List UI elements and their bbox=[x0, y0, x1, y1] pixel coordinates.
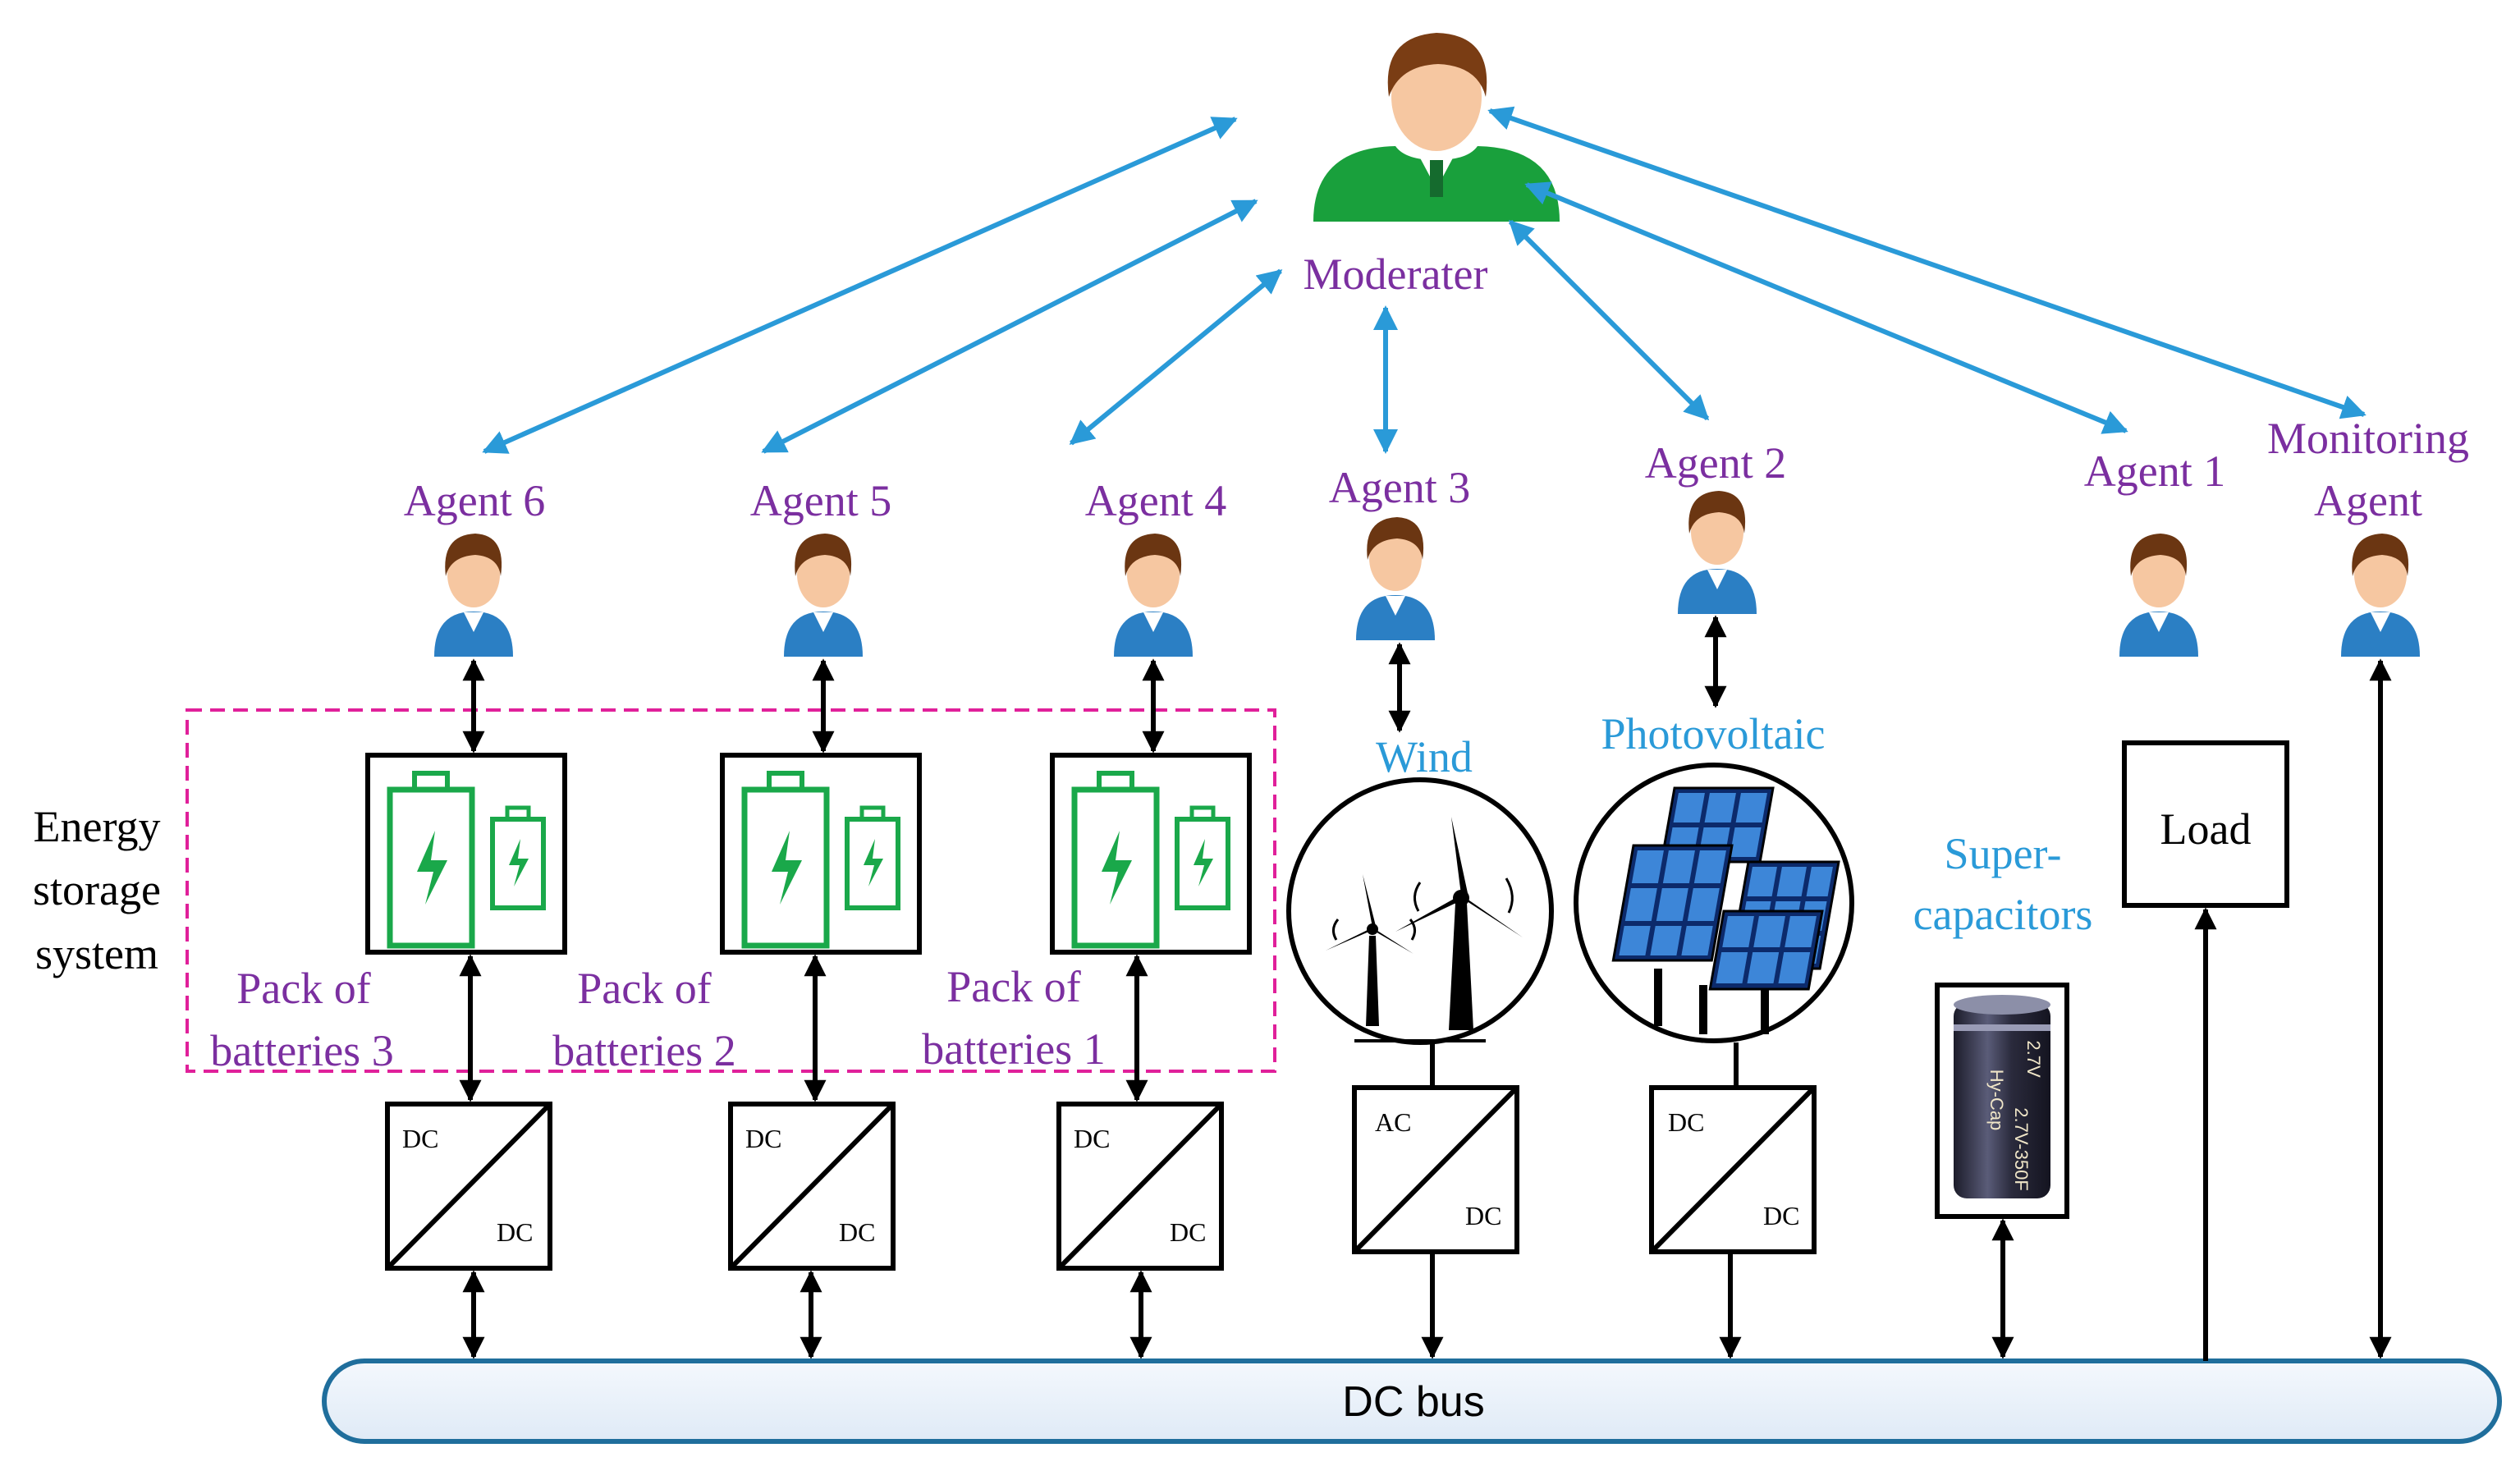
agent-1-label: Agent 1 bbox=[2084, 447, 2225, 496]
converter-wind-input-label: AC bbox=[1375, 1107, 1411, 1137]
arrow-moderator-monitoring-agent bbox=[1487, 106, 2367, 419]
wind-label: Wind bbox=[1376, 732, 1473, 781]
wind-turbine-icon bbox=[1286, 777, 1554, 1045]
agent-2-avatar bbox=[1678, 491, 1757, 614]
dc-dc-converter-2: DC DC bbox=[728, 1102, 896, 1271]
moderator-label: Moderater bbox=[1304, 250, 1488, 299]
energy-storage-label-line3: system bbox=[35, 929, 158, 978]
agent-3-avatar bbox=[1356, 517, 1435, 640]
converter-2-input-label: DC bbox=[745, 1124, 781, 1153]
converter-3-output-label: DC bbox=[497, 1217, 533, 1247]
supercap-rating-print: 2.7V bbox=[2023, 1040, 2044, 1078]
solar-panel-icon bbox=[1574, 763, 1854, 1043]
monitoring-agent-avatar bbox=[2341, 534, 2420, 657]
converter-wind-output-label: DC bbox=[1465, 1201, 1501, 1230]
battery-pack-3-label-line2: batteries 3 bbox=[210, 1026, 393, 1075]
supercapacitors-label-line1: Super- bbox=[1945, 829, 2062, 878]
agent-5-avatar bbox=[784, 534, 863, 657]
converter-2-output-label: DC bbox=[839, 1217, 875, 1247]
battery-pack-2-label-line2: batteries 2 bbox=[552, 1026, 735, 1075]
energy-storage-system-outline bbox=[186, 708, 1276, 1073]
battery-pack-1-label-line2: batteries 1 bbox=[922, 1024, 1105, 1074]
power-arrows bbox=[459, 615, 2392, 1361]
battery-pack-2-box bbox=[720, 753, 922, 955]
agent-4-label: Agent 4 bbox=[1085, 476, 1226, 525]
supercap-brand-print: Hy-Cap bbox=[1986, 1070, 2007, 1131]
supercap-rating-print-2: 2.7V-350F bbox=[2011, 1107, 2032, 1191]
converter-pv-input-label: DC bbox=[1668, 1107, 1704, 1137]
message-arrows bbox=[482, 106, 2367, 454]
agent-5-label: Agent 5 bbox=[750, 476, 891, 525]
dc-dc-converter-3: DC DC bbox=[385, 1102, 552, 1271]
converter-1-input-label: DC bbox=[1074, 1124, 1110, 1153]
moderator-avatar bbox=[1313, 33, 1560, 222]
agent-1-avatar bbox=[2119, 534, 2198, 657]
agent-3-label: Agent 3 bbox=[1329, 463, 1470, 512]
dc-bus-label: DC bus bbox=[1342, 1378, 1484, 1426]
load-label: Load bbox=[2160, 804, 2252, 854]
load-box bbox=[2122, 740, 2289, 908]
ac-dc-converter-wind: AC DC bbox=[1352, 1085, 1519, 1254]
battery-pack-3-box bbox=[365, 753, 567, 955]
battery-pack-2-label-line1: Pack of bbox=[577, 964, 711, 1013]
dc-bus bbox=[322, 1358, 2502, 1444]
energy-storage-label-line1: Energy bbox=[34, 802, 161, 851]
arrow-moderator-agent-1 bbox=[1524, 181, 2128, 434]
photovoltaic-label: Photovoltaic bbox=[1601, 709, 1826, 758]
converter-1-output-label: DC bbox=[1170, 1217, 1206, 1247]
battery-pack-1-box bbox=[1050, 753, 1252, 955]
arrow-moderator-agent-2 bbox=[1508, 219, 1710, 421]
agent-4-avatar bbox=[1114, 534, 1193, 657]
monitoring-agent-label-line1: Monitoring bbox=[2267, 414, 2469, 463]
dc-dc-converter-1: DC DC bbox=[1056, 1102, 1224, 1271]
monitoring-agent-label-line2: Agent bbox=[2314, 476, 2422, 525]
arrow-moderator-agent-4 bbox=[1069, 268, 1283, 446]
supercapacitors-label-line2: capacitors bbox=[1913, 890, 2093, 939]
battery-pack-3-label-line1: Pack of bbox=[236, 964, 370, 1013]
dc-dc-converter-photovoltaic: DC DC bbox=[1649, 1085, 1817, 1254]
battery-pack-1-label-line1: Pack of bbox=[946, 962, 1080, 1011]
energy-storage-label-line2: storage bbox=[33, 865, 161, 914]
supercapacitor-icon: Hy-Cap 2.7V 2.7V-350F bbox=[1935, 983, 2069, 1219]
agent-6-label: Agent 6 bbox=[404, 476, 545, 525]
arrow-moderator-agent-5 bbox=[761, 199, 1258, 454]
converter-3-input-label: DC bbox=[402, 1124, 438, 1153]
agent-6-avatar bbox=[434, 534, 513, 657]
converter-pv-output-label: DC bbox=[1763, 1201, 1799, 1230]
agent-2-label: Agent 2 bbox=[1645, 438, 1786, 488]
